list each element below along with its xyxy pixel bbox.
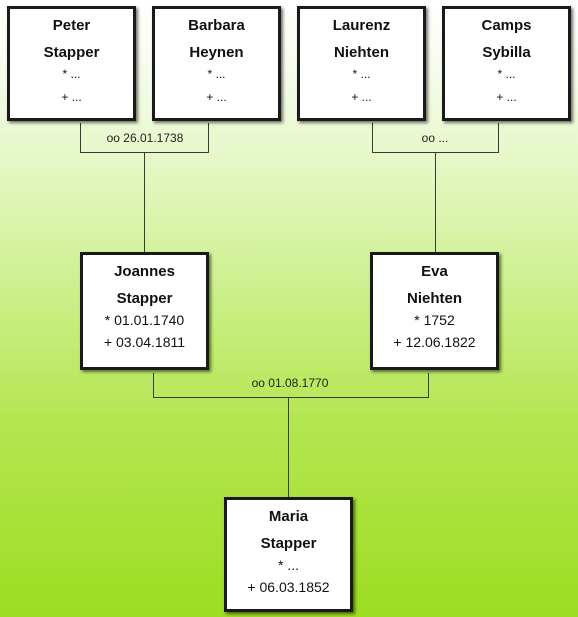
person-box-camps-sybilla[interactable]: Camps Sybilla * ... + ...	[442, 6, 571, 121]
person-last-name: Sybilla	[482, 44, 531, 61]
person-last-name: Stapper	[43, 44, 100, 61]
person-first-name: Eva	[421, 263, 448, 280]
person-death: + ...	[496, 90, 517, 104]
person-last-name: Niehten	[406, 290, 462, 307]
person-first-name: Camps	[481, 17, 532, 34]
connector-to-joannes	[144, 152, 145, 252]
person-birth: * ...	[277, 557, 299, 573]
person-birth: * 1752	[414, 312, 455, 328]
person-death: + 06.03.1852	[247, 579, 330, 595]
person-birth: * ...	[207, 67, 226, 81]
person-last-name: Stapper	[116, 290, 173, 307]
connector-to-maria	[288, 397, 289, 497]
person-last-name: Stapper	[260, 535, 317, 552]
person-birth: * ...	[497, 67, 516, 81]
person-first-name: Joannes	[114, 263, 175, 280]
connector-laurenz-down	[372, 123, 373, 153]
connector-joannes-down	[153, 373, 154, 398]
person-box-joannes-stapper[interactable]: Joannes Stapper * 01.01.1740 + 03.04.181…	[80, 252, 209, 370]
person-first-name: Maria	[268, 508, 309, 525]
marriage-label-joannes-eva: oo 01.08.1770	[251, 376, 329, 390]
connector-camps-down	[498, 123, 499, 153]
person-box-laurenz-niehten[interactable]: Laurenz Niehten * ... + ...	[297, 6, 426, 121]
connector-eva-down	[428, 373, 429, 398]
person-death: + ...	[206, 90, 227, 104]
person-first-name: Laurenz	[332, 17, 391, 34]
person-box-maria-stapper[interactable]: Maria Stapper * ... + 06.03.1852	[224, 497, 353, 612]
person-last-name: Niehten	[333, 44, 389, 61]
connector-peter-down	[80, 123, 81, 153]
connector-barbara-down	[208, 123, 209, 153]
connector-joannes-eva	[153, 397, 429, 398]
person-birth: * ...	[62, 67, 81, 81]
person-death: + 12.06.1822	[393, 334, 476, 350]
person-first-name: Peter	[52, 17, 91, 34]
marriage-label-laurenz-camps: oo ...	[421, 131, 449, 145]
person-first-name: Barbara	[188, 17, 245, 34]
connector-to-eva	[435, 152, 436, 252]
person-birth: * ...	[352, 67, 371, 81]
person-birth: * 01.01.1740	[104, 312, 185, 328]
person-box-peter-stapper[interactable]: Peter Stapper * ... + ...	[7, 6, 136, 121]
person-death: + 03.04.1811	[103, 334, 186, 350]
person-death: + ...	[61, 90, 82, 104]
person-box-eva-niehten[interactable]: Eva Niehten * 1752 + 12.06.1822	[370, 252, 499, 370]
person-death: + ...	[351, 90, 372, 104]
person-last-name: Heynen	[189, 44, 244, 61]
marriage-label-peter-barbara: oo 26.01.1738	[106, 131, 184, 145]
person-box-barbara-heynen[interactable]: Barbara Heynen * ... + ...	[152, 6, 281, 121]
